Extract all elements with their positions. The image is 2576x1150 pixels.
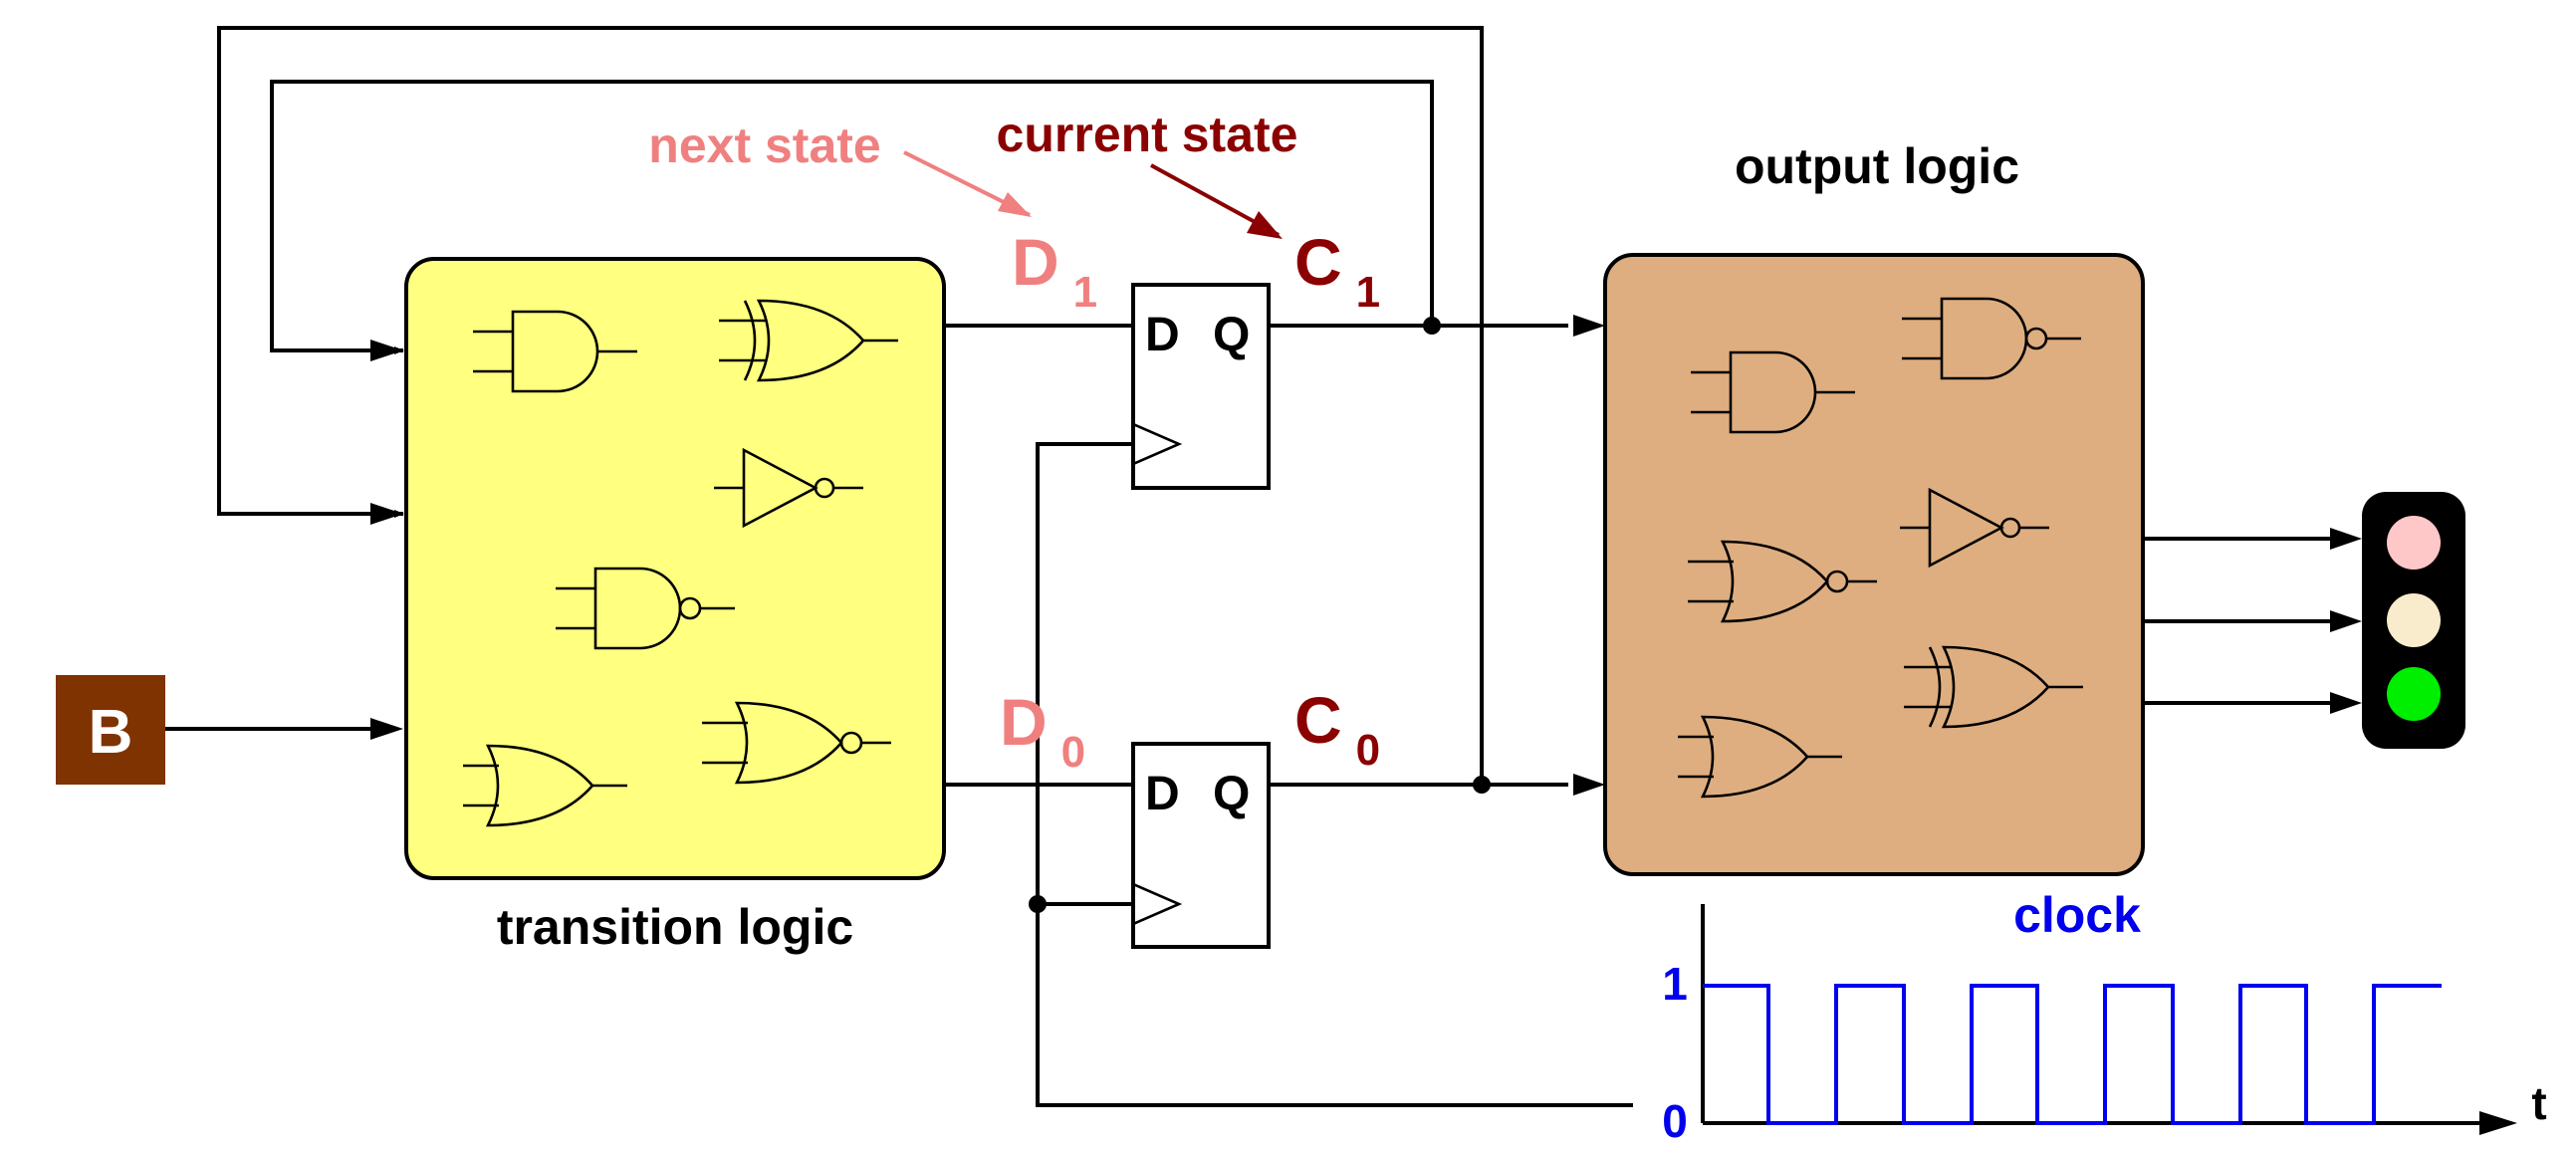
c1-junction-dot xyxy=(1423,317,1441,335)
clock-distribution-wire xyxy=(1036,442,1633,1107)
clock-high-label: 1 xyxy=(1662,958,1688,1010)
yellow-light-icon xyxy=(2387,593,2441,647)
clock-junction-dot xyxy=(1029,895,1047,913)
ff1-d-label: D xyxy=(1145,309,1180,361)
input-b-arrowhead xyxy=(370,718,403,740)
output-logic-label: output logic xyxy=(1735,138,2019,194)
red-light-icon xyxy=(2387,516,2441,570)
flip-flop-0: D Q xyxy=(1131,742,1271,949)
output-arrowhead-red xyxy=(2330,528,2362,550)
ff0-d-label: D xyxy=(1145,768,1180,820)
current-state-arrowhead xyxy=(1247,211,1283,239)
output-logic-block xyxy=(1603,253,2145,876)
c0-junction-dot xyxy=(1473,776,1491,794)
feedback-arrowhead-1 xyxy=(370,340,403,361)
input-b-label: B xyxy=(89,698,133,767)
transition-logic-block xyxy=(404,257,946,880)
transition-logic-label: transition logic xyxy=(497,899,853,955)
output-arrowhead-yellow xyxy=(2330,610,2362,632)
clock-low-label: 0 xyxy=(1662,1095,1688,1147)
input-b-box xyxy=(56,675,165,785)
traffic-light xyxy=(2362,492,2465,749)
green-light-icon xyxy=(2387,667,2441,721)
current-state-label: current state xyxy=(997,107,1298,162)
next-state-label: next state xyxy=(648,117,880,173)
clock-signal xyxy=(1703,984,2442,1125)
clock-x-axis-arrowhead xyxy=(2479,1111,2517,1135)
ff1-q-label: Q xyxy=(1213,309,1250,361)
c0-arrowhead xyxy=(1573,774,1605,796)
clock-waveform-chart: clock 1 0 t xyxy=(1662,887,2546,1147)
feedback-arrowhead-0 xyxy=(370,503,403,525)
c1-arrowhead xyxy=(1573,315,1605,337)
feedback-wire-c1 xyxy=(270,80,1434,354)
clock-label: clock xyxy=(2013,887,2141,943)
clock-time-label: t xyxy=(2531,1077,2546,1129)
feedback-wire-c0 xyxy=(217,26,1484,783)
next-state-arrowhead xyxy=(998,192,1032,217)
output-arrowhead-green xyxy=(2330,692,2362,714)
ff0-q-label: Q xyxy=(1213,768,1250,820)
flip-flop-1: D Q xyxy=(1131,283,1271,490)
